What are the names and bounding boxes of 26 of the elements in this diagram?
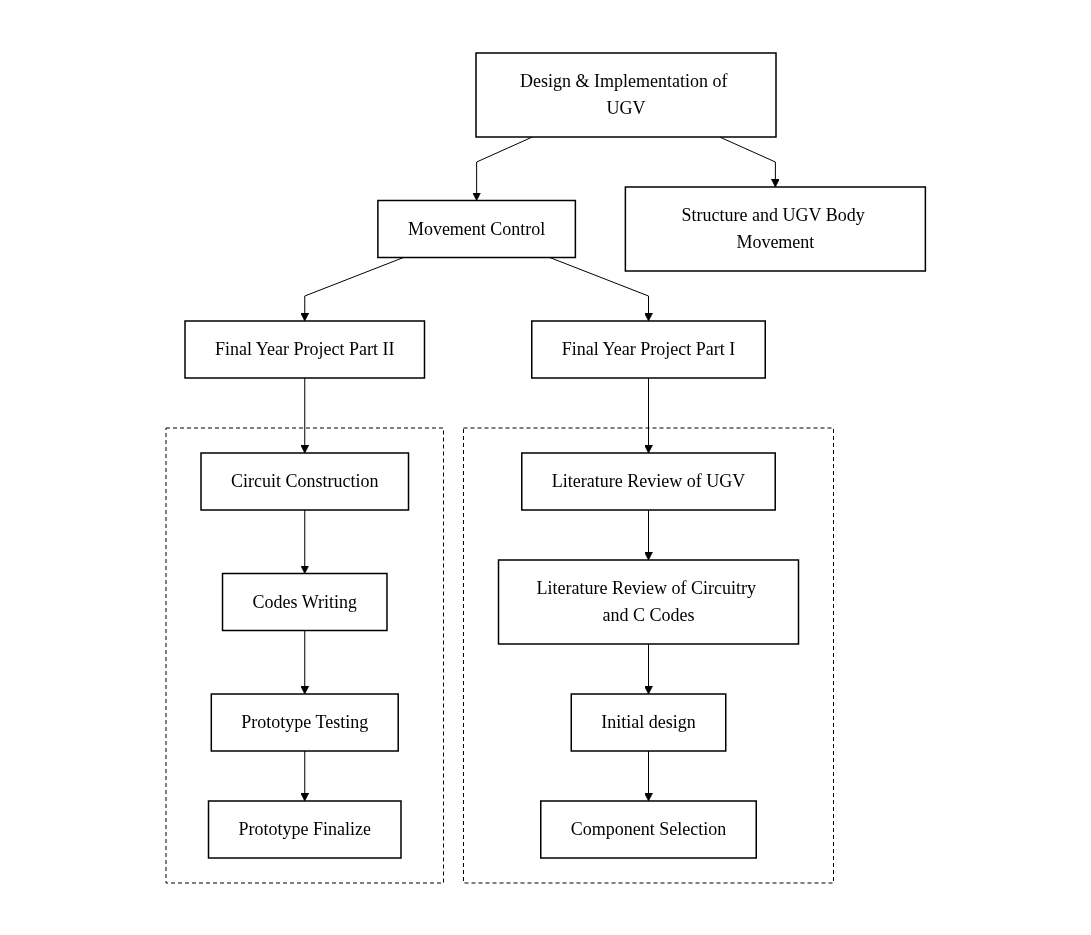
cluster bbox=[462, 427, 834, 883]
arrow bbox=[643, 509, 653, 560]
arrow bbox=[300, 750, 309, 801]
node-box: Final Year Project Part I bbox=[530, 319, 766, 379]
arrow bbox=[549, 256, 653, 321]
node-box: Circuit Construction bbox=[200, 451, 410, 511]
arrow bbox=[300, 509, 309, 574]
node-box: Prototype Testing bbox=[210, 692, 399, 752]
node-box: Codes Writing bbox=[221, 572, 388, 631]
node-box: Design & Implementation of UGV bbox=[475, 51, 777, 138]
node-box: Initial design bbox=[570, 692, 727, 752]
node-box: Literature Review of Circuitry and C Codes bbox=[497, 558, 800, 645]
cluster bbox=[165, 427, 444, 883]
node-box: Movement Control bbox=[376, 199, 576, 258]
arrow bbox=[643, 643, 653, 694]
arrow bbox=[472, 136, 533, 201]
node-box: Prototype Finalize bbox=[207, 799, 402, 859]
arrow bbox=[300, 629, 309, 694]
arrow bbox=[643, 377, 653, 453]
node-box: Final Year Project Part II bbox=[184, 319, 426, 379]
arrow bbox=[300, 256, 404, 321]
node-box: Component Selection bbox=[539, 799, 757, 859]
arrow bbox=[300, 377, 309, 453]
node-box: Structure and UGV Body Movement bbox=[624, 185, 926, 272]
arrow bbox=[643, 750, 653, 801]
node-box: Literature Review of UGV bbox=[520, 451, 776, 511]
